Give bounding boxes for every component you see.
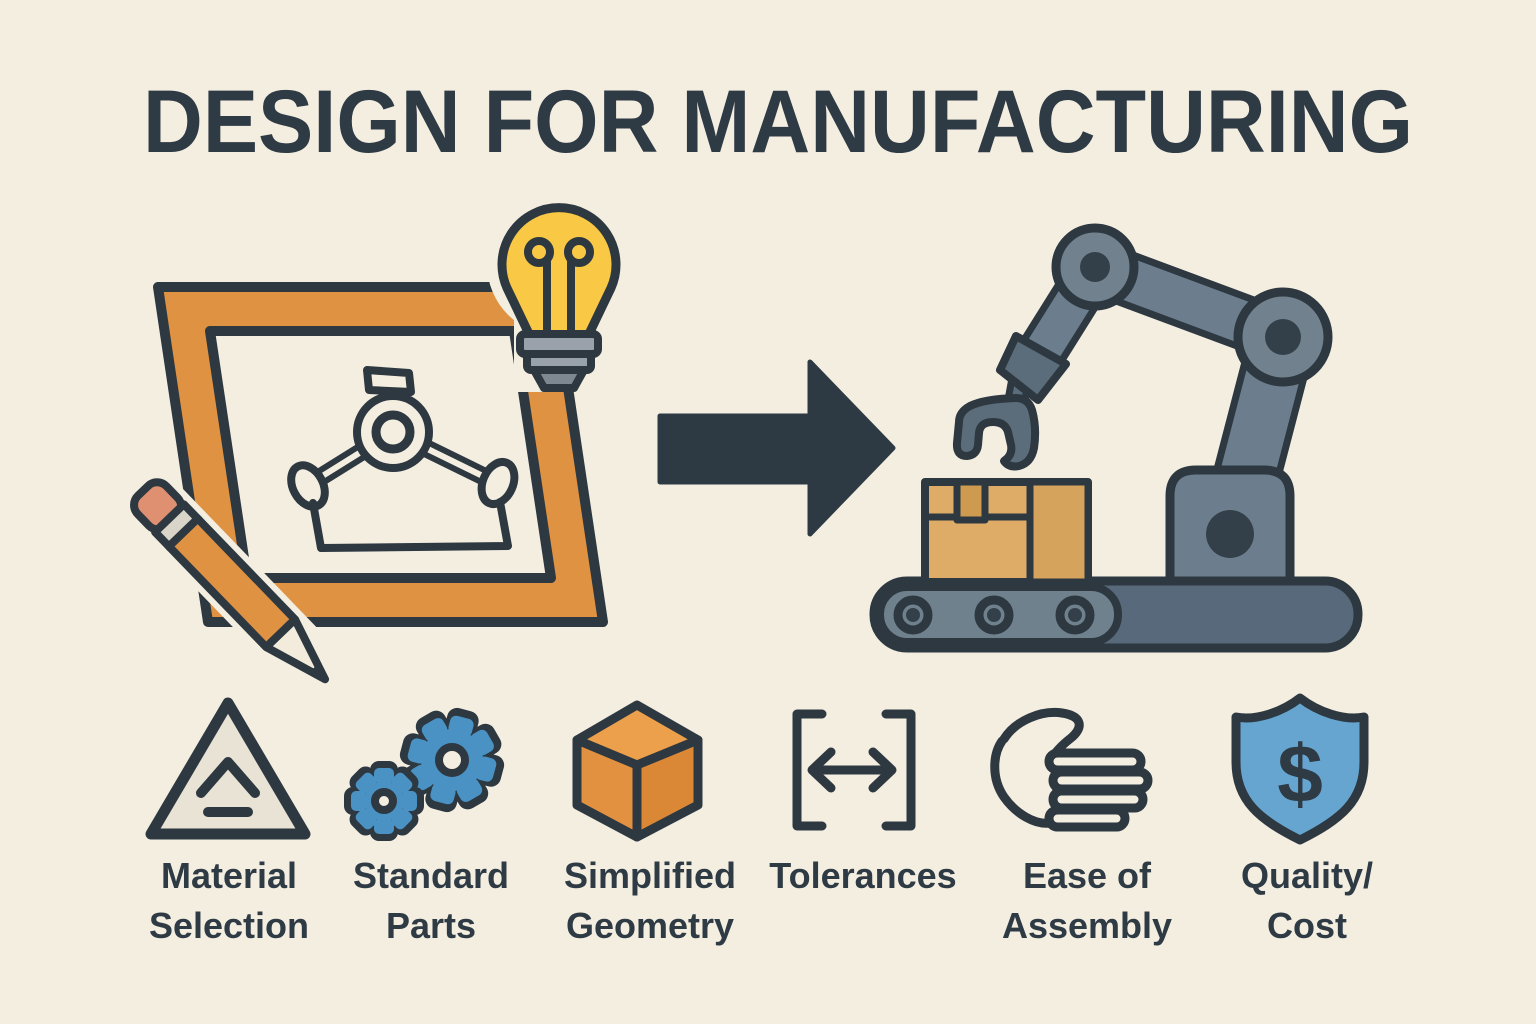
hand-finger <box>1048 767 1153 794</box>
principle-label-line2: Geometry <box>566 905 734 946</box>
bulb-glass <box>497 203 621 341</box>
sketch-tab <box>363 366 415 396</box>
principle-ease-of-assembly: Ease of Assembly <box>990 707 1172 946</box>
principle-label-line1: Material <box>161 855 297 896</box>
material-triangle-icon <box>145 697 311 840</box>
robot-assembly-illustration <box>869 223 1363 653</box>
small-gear <box>344 761 424 841</box>
bulb-filament-wires <box>543 258 575 338</box>
principle-standard-parts: Standard Parts <box>344 707 509 946</box>
robot-shoulder-pin <box>1080 252 1110 282</box>
robot-wrist-taper <box>996 332 1070 404</box>
hand-finger <box>1048 786 1148 813</box>
page-title: DESIGN FOR MANUFACTURING <box>143 71 1413 171</box>
flow-arrow-icon <box>657 359 896 537</box>
conveyor-rollers <box>893 595 1095 635</box>
tolerance-brackets-icon <box>792 709 916 831</box>
hand-icon <box>990 707 1153 832</box>
cube-right-face <box>632 735 703 842</box>
principle-label-line1: Quality/ <box>1241 855 1373 896</box>
lightbulb-icon <box>487 192 631 392</box>
pencil-icon <box>126 474 347 701</box>
sketch-left-foot <box>287 461 329 511</box>
left-bracket <box>792 709 827 831</box>
triangle-chevron <box>196 757 260 798</box>
principle-label-line2: Cost <box>1267 905 1347 946</box>
principle-material-selection: Material Selection <box>145 697 311 946</box>
principle-label-line1: Ease of <box>1023 855 1152 896</box>
principle-label-line2: Selection <box>149 905 309 946</box>
sketch-right-foot <box>477 457 519 509</box>
right-bracket <box>881 709 916 831</box>
robot-elbow-pin <box>1265 319 1301 355</box>
principle-label-line1: Standard <box>353 855 509 896</box>
principle-label-line1: Tolerances <box>769 855 956 896</box>
principle-label-line2: Assembly <box>1002 905 1172 946</box>
hand-palm <box>990 736 1055 828</box>
design-sketch-illustration <box>126 192 631 701</box>
principle-tolerances: Tolerances <box>769 709 957 896</box>
roller-pin <box>987 608 1001 622</box>
shield-dollar-icon: $ <box>1231 693 1369 845</box>
roller-pin <box>1068 608 1082 622</box>
gripper-claw-icon <box>952 394 1040 471</box>
robot-arm-sketch <box>287 366 519 552</box>
principle-simplified-geometry: Simplified Geometry <box>564 700 736 946</box>
box-right-panel <box>1026 478 1092 586</box>
bulb-base-tip <box>530 366 588 392</box>
principle-label-line2: Parts <box>386 905 476 946</box>
cube-icon <box>572 700 703 842</box>
arrow-head-left <box>807 747 836 793</box>
hand-finger <box>1044 748 1146 775</box>
bulb-filament-loop-right <box>564 237 594 267</box>
cardboard-box-icon <box>921 478 1092 586</box>
roller-pin <box>906 608 920 622</box>
pencil-lead <box>309 663 326 680</box>
dollar-sign: $ <box>1277 729 1323 820</box>
hand-finger <box>1044 805 1130 832</box>
principle-label-line1: Simplified <box>564 855 736 896</box>
sketch-base <box>309 498 512 552</box>
sketch-hub-ring <box>371 410 415 454</box>
gears-icon <box>344 707 505 841</box>
sketch-hub <box>353 392 433 472</box>
robot-base-pin <box>1206 510 1254 558</box>
principles-row: Material Selection <box>145 693 1373 946</box>
large-gear-hole <box>435 743 469 777</box>
hand-thumb <box>999 707 1084 765</box>
small-gear-hole <box>371 788 397 814</box>
shield-outline <box>1231 693 1369 845</box>
principle-quality-cost: $ Quality/ Cost <box>1231 693 1373 946</box>
pencil-wood-tip <box>262 615 330 684</box>
bulb-filament-loop-left <box>524 237 554 267</box>
box-tape-notch <box>953 478 989 524</box>
large-gear <box>399 707 505 813</box>
arrow-head-right <box>868 747 897 793</box>
